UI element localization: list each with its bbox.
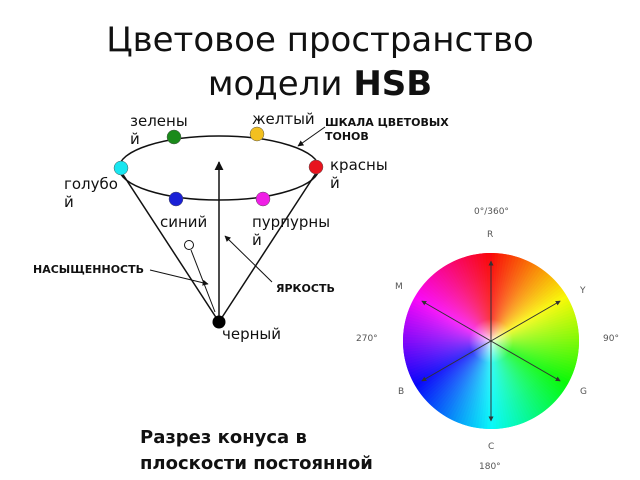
color-dot — [166, 129, 182, 145]
label-yellow: желтый — [252, 110, 315, 128]
title-line-1: Цветовое пространство — [106, 20, 534, 60]
saturation-pointer — [149, 269, 209, 286]
wheel-left-angle: 270° — [356, 334, 378, 344]
color-dot — [249, 126, 265, 142]
color-dot — [168, 191, 184, 207]
wheel-letter-r: R — [487, 230, 494, 240]
title-model-name: HSB — [353, 64, 433, 104]
wheel-right-angle: 90° — [603, 334, 619, 344]
color-dots — [113, 126, 324, 207]
saturation-marker — [184, 240, 194, 250]
hue-scale-pointer — [297, 126, 326, 147]
brightness-caption: ЯРКОСТЬ — [276, 282, 335, 295]
wheel-letter-g: G — [580, 387, 587, 397]
wheel-letter-m: M — [395, 282, 403, 292]
cone-left-edge — [119, 169, 220, 323]
wheel-letter-b: B — [398, 387, 405, 397]
title-line-2: модели HSB — [0, 62, 640, 106]
cone-right-edge — [218, 169, 319, 323]
wheel-letter-y: Y — [580, 286, 586, 296]
label-blue: синий — [160, 213, 208, 231]
page-title: Цветовое пространство модели HSB — [0, 18, 640, 106]
wheel-diameter-arrow — [421, 300, 561, 382]
color-dot — [308, 159, 324, 175]
saturation-caption: НАСЫЩЕННОСТЬ — [33, 263, 145, 276]
title-prefix: модели — [207, 64, 354, 104]
wheel-bottom-angle: 180° — [479, 462, 501, 472]
color-dot — [255, 191, 271, 207]
brightness-pointer — [224, 235, 273, 283]
black-point — [212, 315, 226, 329]
label-black: черный — [222, 325, 282, 343]
wheel-arrows — [421, 260, 561, 422]
wheel-top-angle: 0°/360° — [474, 207, 509, 217]
color-dot — [113, 160, 129, 176]
wheel-letter-c: C — [488, 442, 495, 452]
